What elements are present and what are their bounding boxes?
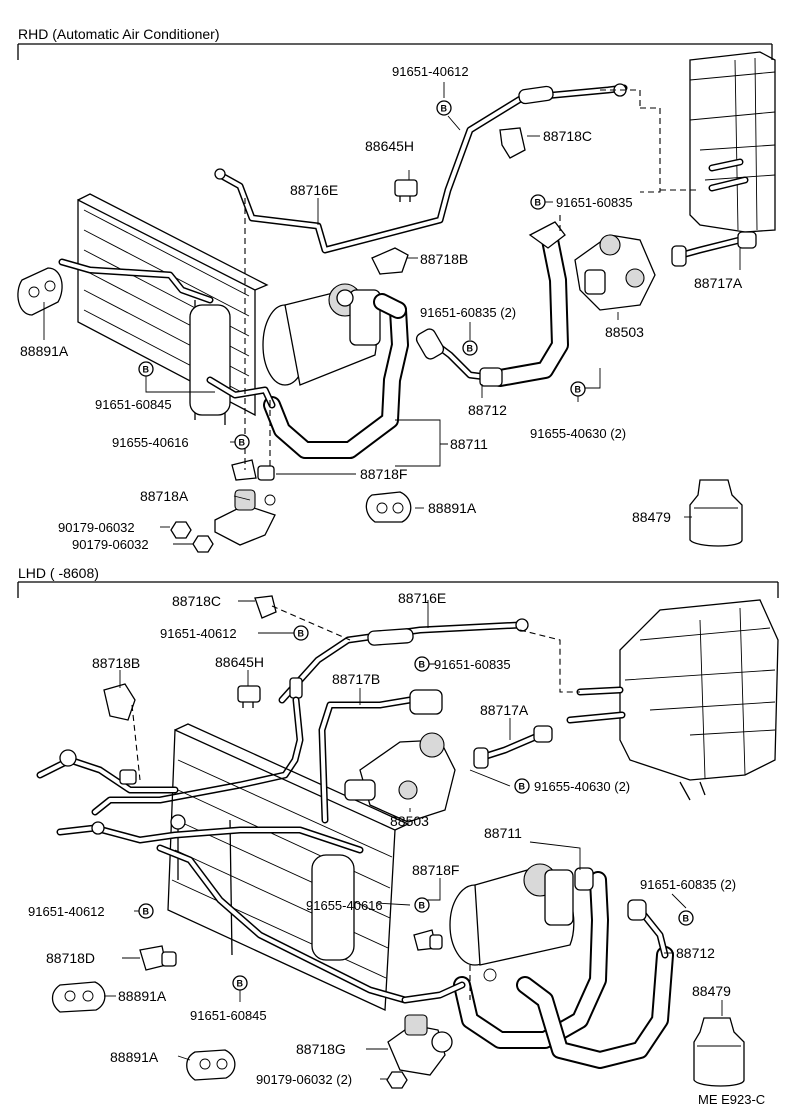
part-label: 88891A [20, 343, 69, 359]
part-label: 88717A [694, 275, 743, 291]
rhd-condenser [77, 193, 269, 425]
part-label: 88503 [605, 324, 644, 340]
part-label: 90179-06032 [72, 537, 149, 552]
part-label: 91655-40616 [306, 898, 383, 913]
part-label: 88716E [290, 182, 338, 198]
bolt-symbol: B [519, 782, 526, 792]
part-label: 88718C [172, 593, 221, 609]
lhd-compressor [449, 863, 575, 982]
part-label: 88891A [118, 988, 167, 1004]
lhd-bolt-markers [138, 625, 694, 991]
part-label: 88718F [412, 862, 459, 878]
rhd-expansion-valve [574, 234, 656, 311]
part-label: 88891A [110, 1049, 159, 1065]
part-label: 88718C [543, 128, 592, 144]
bolt-symbol: B [441, 104, 448, 114]
lhd-section-frame [17, 581, 779, 598]
part-label: 88712 [468, 402, 507, 418]
lhd-cushion-88891A-lower [186, 1049, 236, 1081]
part-label: 91651-40612 [160, 626, 237, 641]
part-label: 91651-60845 [95, 397, 172, 412]
part-label: 88718B [92, 655, 140, 671]
lhd-receiver-drier [311, 854, 355, 961]
lhd-compressor-oil-bottle [693, 1017, 745, 1087]
lhd-section-title: LHD ( -8608) [18, 565, 99, 581]
figure-code: ME E923-C [698, 1092, 765, 1107]
part-label: 88717A [480, 702, 529, 718]
part-label: 88718D [46, 950, 95, 966]
lhd-bracket-88718G [387, 1014, 453, 1076]
bolt-symbol: B [683, 914, 690, 924]
part-label: 91651-60835 (2) [420, 305, 516, 320]
rhd-engine-block [689, 51, 776, 233]
rhd-pressure-switch [394, 179, 418, 197]
part-label: 91651-60835 (2) [640, 877, 736, 892]
rhd-section-title: RHD (Automatic Air Conditioner) [18, 26, 220, 42]
bolt-symbol: B [298, 629, 305, 639]
bolt-symbol: B [143, 365, 150, 375]
bolt-symbol: B [419, 901, 426, 911]
lhd-cushion-88891A-upper [51, 981, 106, 1013]
part-label: 88479 [692, 983, 731, 999]
lhd-expansion-valve [344, 732, 456, 823]
part-label: 88891A [428, 500, 477, 516]
lhd-drawing [36, 595, 779, 1089]
part-label: 88711 [450, 436, 488, 452]
bolt-symbol: B [535, 198, 542, 208]
rhd-compressor-oil-bottle [689, 479, 743, 547]
rhd-bracket-88718A [214, 489, 276, 546]
part-label: 88717B [332, 671, 380, 687]
bolt-symbol: B [239, 438, 246, 448]
part-label: 91655-40616 [112, 435, 189, 450]
part-label: 88716E [398, 590, 446, 606]
part-label: 91651-40612 [28, 904, 105, 919]
bolt-symbol: B [237, 979, 244, 989]
part-label: 88503 [390, 813, 429, 829]
part-label: 88718F [360, 466, 407, 482]
part-label: 90179-06032 [58, 520, 135, 535]
part-label: 88718G [296, 1041, 346, 1057]
lhd-pressure-switch [237, 685, 261, 703]
part-label: 88479 [632, 509, 671, 525]
part-label: 88645H [365, 138, 414, 154]
part-label: 91651-60835 [434, 657, 511, 672]
rhd-cushion-88891A-lower [365, 491, 412, 523]
part-label: 91651-40612 [392, 64, 469, 79]
bolt-symbol: B [575, 385, 582, 395]
part-label: 91651-60845 [190, 1008, 267, 1023]
rhd-receiver-drier [189, 304, 231, 416]
part-label: 91655-40630 (2) [534, 779, 630, 794]
part-label: 88712 [676, 945, 715, 961]
bolt-symbol: B [467, 344, 474, 354]
bolt-symbol: B [143, 907, 150, 917]
rhd-compressor [262, 283, 381, 386]
rhd-cushion-88891A-left [17, 267, 63, 316]
part-label: 88718B [420, 251, 468, 267]
part-label: 88645H [215, 654, 264, 670]
part-label: 91655-40630 (2) [530, 426, 626, 441]
rhd-bolt-markers [138, 100, 586, 450]
bolt-symbol: B [419, 660, 426, 670]
part-label: 91651-60835 [556, 195, 633, 210]
rhd-section-frame [17, 43, 773, 60]
rhd-drawing [17, 51, 776, 553]
lhd-engine-block [619, 599, 779, 801]
part-label: 88718A [140, 488, 189, 504]
part-label: 90179-06032 (2) [256, 1072, 352, 1087]
part-label: 88711 [484, 825, 522, 841]
